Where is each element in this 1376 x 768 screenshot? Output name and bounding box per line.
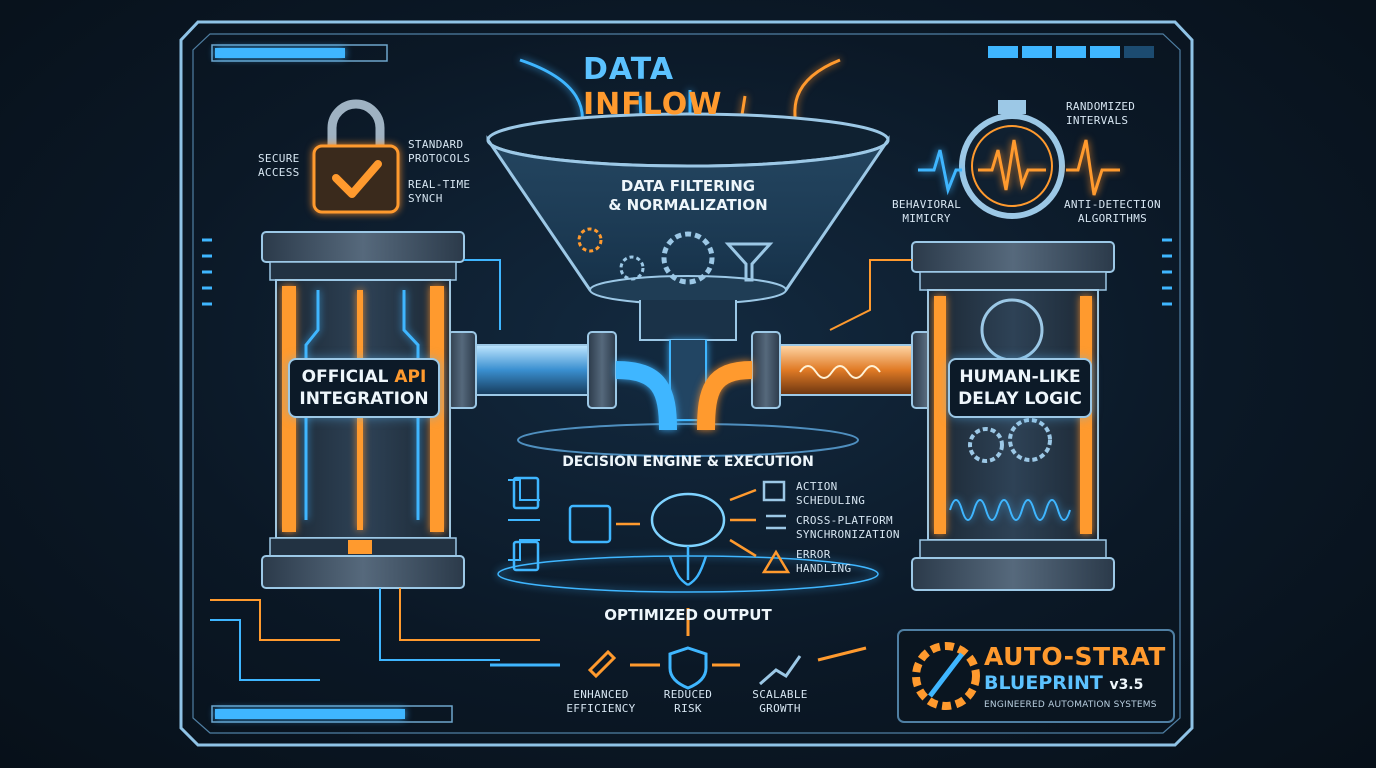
right-pipe — [697, 331, 945, 431]
decision-engine-title: DECISION ENGINE & EXECUTION — [562, 454, 814, 470]
optimized-output-title: OPTIMIZED OUTPUT — [604, 606, 772, 624]
document-x-icon — [512, 540, 540, 572]
gear-icon — [619, 255, 645, 281]
funnel — [486, 112, 890, 421]
error-handling-label: ERROR HANDLING — [796, 548, 852, 575]
side-ticks — [202, 238, 1172, 306]
brand-name: AUTO-STRAT — [984, 642, 1166, 671]
shield-check-icon — [668, 646, 708, 690]
plate-text-api: API — [394, 367, 427, 387]
anti-detection-label: ANTI-DETECTION ALGORITHMS — [1064, 198, 1161, 225]
gear-icon — [661, 231, 715, 285]
filter-icon — [724, 242, 774, 282]
official-api-integration-plate: OFFICIAL API INTEGRATION — [288, 358, 440, 418]
decision-ring — [517, 423, 859, 457]
brand-gear-icon — [897, 629, 1175, 723]
secure-access-label: SECURE ACCESS — [258, 152, 300, 179]
page-title: DATA INFLOW — [583, 52, 813, 122]
lock-icon — [312, 99, 400, 214]
scalable-growth-label: SCALABLE GROWTH — [752, 688, 808, 715]
top-right-segment-bar — [988, 46, 1154, 58]
randomized-intervals-label: RANDOMIZED INTERVALS — [1066, 100, 1136, 127]
human-like-delay-logic-plate: HUMAN-LIKE DELAY LOGIC — [948, 358, 1092, 418]
checkmark-icon — [332, 160, 382, 198]
brand-blueprint: BLUEPRINT — [984, 672, 1103, 694]
rocket-icon — [587, 649, 617, 679]
gear-icon — [1008, 418, 1052, 462]
gear-icon — [577, 227, 603, 253]
reduced-risk-label: REDUCED RISK — [663, 688, 713, 715]
gear-icon — [968, 427, 1004, 463]
outer-frame — [179, 20, 1194, 747]
real-time-synch-label: REAL-TIME SYNCH — [408, 178, 471, 205]
plate-text-delay-logic: DELAY LOGIC — [958, 389, 1082, 409]
growth-chart-icon — [759, 655, 802, 686]
plate-text-official: OFFICIAL — [301, 367, 395, 387]
top-progress-bar — [211, 44, 388, 62]
title-part-1: DATA — [583, 52, 675, 87]
behavioral-mimicry-label: BEHAVIORAL MIMICRY — [892, 198, 962, 225]
warning-icon — [761, 549, 791, 574]
decision-icons — [512, 476, 791, 587]
cross-platform-sync-label: CROSS-PLATFORM SYNCHRONIZATION — [796, 514, 900, 541]
brain-icon — [650, 492, 726, 548]
plate-text-human-like: HUMAN-LIKE — [959, 367, 1081, 387]
stopwatch-icon — [918, 100, 1120, 219]
standard-protocols-label: STANDARD PROTOCOLS — [408, 138, 471, 165]
sync-icon — [766, 514, 786, 530]
bottom-progress-bar — [211, 705, 453, 723]
calendar-icon — [762, 480, 786, 502]
document-icon — [512, 476, 540, 510]
funnel-label: DATA FILTERING & NORMALIZATION — [608, 177, 768, 214]
brand-tagline: ENGINEERED AUTOMATION SYSTEMS — [984, 700, 1157, 710]
enhanced-efficiency-label: ENHANCED EFFICIENCY — [566, 688, 636, 715]
brand-line-2: BLUEPRINT v3.5 — [984, 672, 1143, 694]
brand-version: v3.5 — [1109, 677, 1144, 693]
left-pipe — [431, 331, 677, 431]
output-icons — [490, 608, 867, 690]
plate-text-integration: INTEGRATION — [299, 389, 429, 409]
title-part-2: INFLOW — [583, 87, 723, 122]
action-scheduling-label: ACTION SCHEDULING — [796, 480, 866, 507]
checklist-icon — [568, 504, 612, 544]
